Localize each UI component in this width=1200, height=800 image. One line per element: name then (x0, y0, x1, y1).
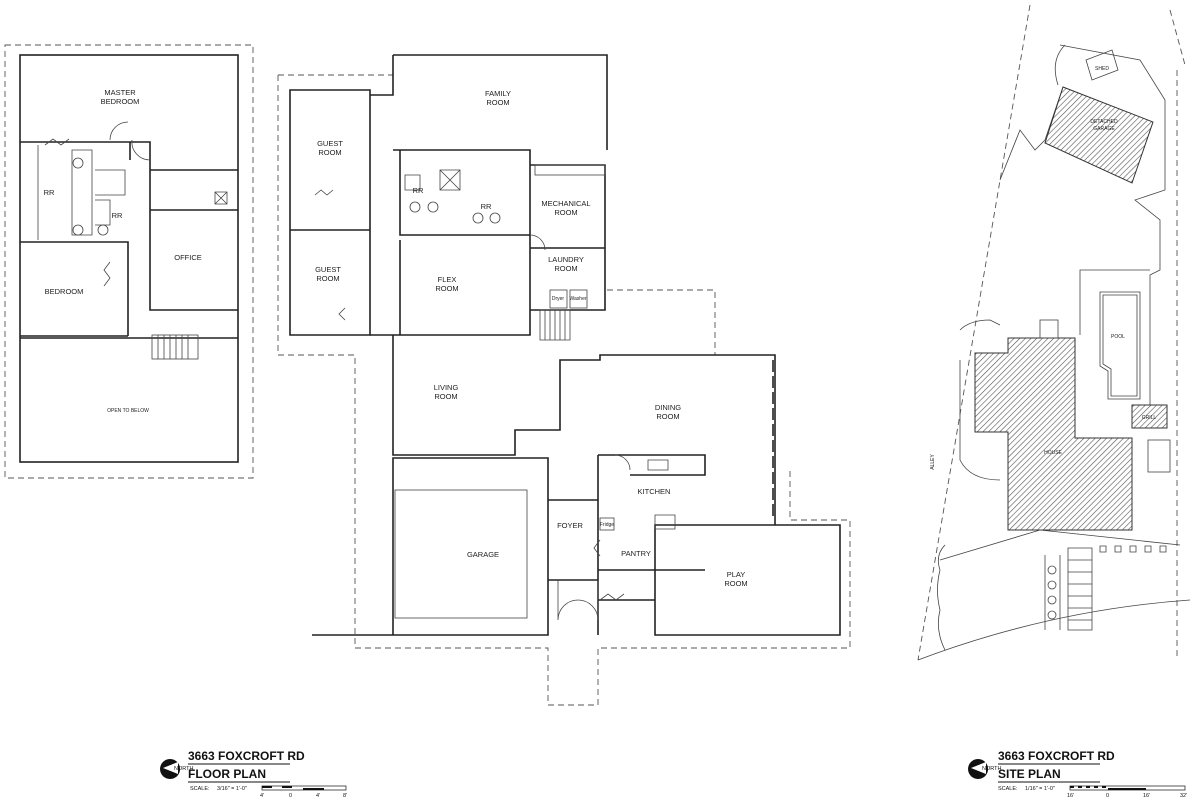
room-label: RR (44, 188, 55, 197)
room-label: ROOM (486, 98, 509, 107)
room-label: RR (481, 202, 492, 211)
room-label: LAUNDRY (548, 255, 584, 264)
plan-title: SITE PLAN (998, 767, 1061, 781)
main-floor-plan: FAMILY ROOM GUEST ROOM GUEST ROOM RR RR … (277, 54, 851, 706)
site-plan: SHED DETACHED GARAGE POOL GRILL HOUSE AL… (917, 4, 1191, 661)
room-label: GUEST (315, 265, 341, 274)
appliance-label: Dryer (552, 296, 565, 302)
scale-tick: 16' (1067, 793, 1074, 799)
scale-tick: 4' (316, 793, 320, 799)
room-label: FAMILY (485, 89, 511, 98)
site-label: HOUSE (1044, 450, 1062, 456)
room-label: MECHANICAL (541, 199, 590, 208)
room-label: OFFICE (174, 253, 202, 262)
room-label: BEDROOM (45, 287, 84, 296)
room-label: PLAY (727, 570, 746, 579)
scale-tick: 32' (1180, 793, 1187, 799)
room-label: ROOM (554, 208, 577, 217)
room-label: ROOM (656, 412, 679, 421)
room-label: ROOM (554, 264, 577, 273)
room-label: LIVING (434, 383, 459, 392)
grill-shape (1131, 404, 1168, 429)
room-label: RR (112, 211, 123, 220)
room-label: ROOM (724, 579, 747, 588)
site-label: SHED (1095, 66, 1109, 72)
room-label: ROOM (316, 274, 339, 283)
room-label: KITCHEN (638, 487, 671, 496)
room-label: ROOM (435, 284, 458, 293)
site-label: DETACHED (1090, 119, 1118, 125)
room-label: DINING (655, 403, 681, 412)
plan-title: FLOOR PLAN (188, 767, 266, 781)
room-label: ROOM (434, 392, 457, 401)
appliance-label: Washer (569, 296, 586, 302)
room-label: MASTER (104, 88, 136, 97)
room-label: GUEST (317, 139, 343, 148)
room-label: OPEN TO BELOW (107, 408, 149, 414)
scale-tick: 0 (289, 793, 292, 799)
scale-tick: 8' (343, 793, 347, 799)
floor-plan-title-block: NORTH 3663 FOXCROFT RD FLOOR PLAN SCALE:… (160, 749, 347, 799)
address-title: 3663 FOXCROFT RD (998, 749, 1115, 763)
appliance-label: Fridge (600, 522, 614, 528)
room-label: FLEX (438, 275, 457, 284)
scale-value: 3/16" = 1'-0" (217, 786, 247, 792)
scale-tick: 0 (1106, 793, 1109, 799)
north-arrow-label: NORTH (174, 766, 193, 772)
room-label: RR (413, 186, 424, 195)
site-label: GRILL (1142, 415, 1157, 421)
room-label: FOYER (557, 521, 583, 530)
scale-label: SCALE: (190, 786, 210, 792)
site-label: ALLEY (930, 454, 936, 470)
address-title: 3663 FOXCROFT RD (188, 749, 305, 763)
scale-value: 1/16" = 1'-0" (1025, 786, 1055, 792)
house-shape (974, 337, 1133, 531)
site-label: GARAGE (1093, 126, 1115, 132)
room-label: BEDROOM (101, 97, 140, 106)
north-arrow-label: NORTH (982, 766, 1001, 772)
room-label: ROOM (318, 148, 341, 157)
site-plan-title-block: NORTH 3663 FOXCROFT RD SITE PLAN SCALE: … (968, 749, 1187, 799)
scale-tick: 16' (1143, 793, 1150, 799)
upper-floor-plan: MASTER BEDROOM RR RR OFFICE BEDROOM OPEN… (4, 44, 254, 479)
detached-garage-shape (1044, 86, 1154, 184)
scale-tick: 4' (260, 793, 264, 799)
room-label: PANTRY (621, 549, 651, 558)
site-label: POOL (1111, 334, 1125, 340)
room-label: GARAGE (467, 550, 499, 559)
scale-label: SCALE: (998, 786, 1018, 792)
